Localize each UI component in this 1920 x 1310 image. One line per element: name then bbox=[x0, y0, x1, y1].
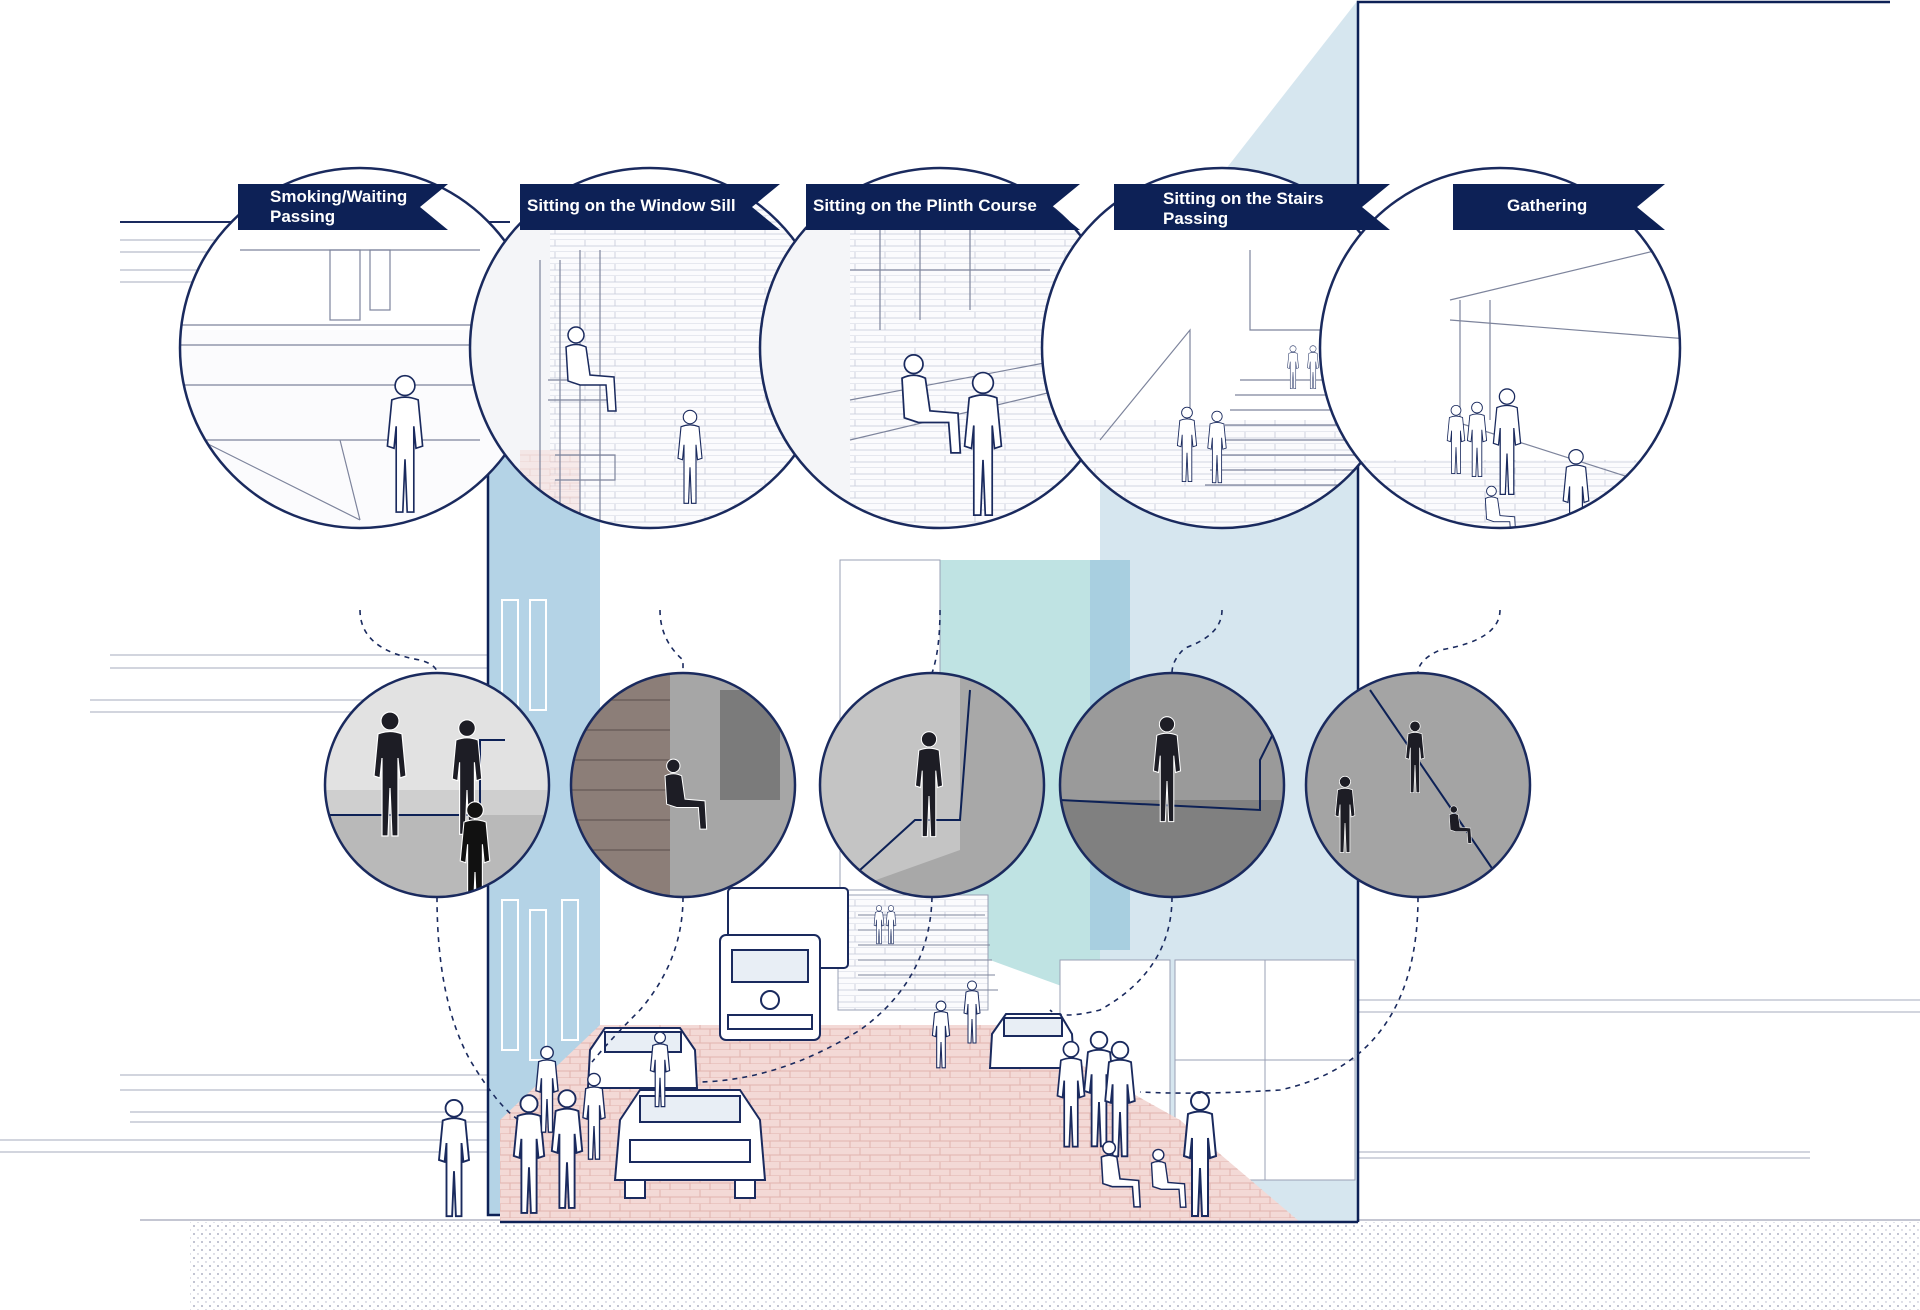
car-icon bbox=[613, 1089, 767, 1199]
banner-window-sill: Sitting on the Window Sill bbox=[520, 184, 780, 230]
left-facade-outline bbox=[486, 255, 500, 1217]
person-silhouette-icon bbox=[437, 1098, 471, 1218]
left-building-context bbox=[0, 221, 1920, 1159]
truck-icon bbox=[719, 887, 849, 1041]
photo-circle-gathering bbox=[1304, 671, 1532, 899]
banner-label-line1: Sitting on the Window Sill bbox=[527, 196, 736, 215]
photo-circle-window-sill bbox=[569, 671, 797, 899]
banner-stairs: Sitting on the Stairs Passing bbox=[1114, 184, 1390, 230]
banner-label-line2: Passing bbox=[270, 207, 335, 226]
photo-circle-plinth bbox=[818, 671, 1046, 899]
banner-gathering: Gathering bbox=[1453, 184, 1665, 230]
ground-soil-hatch bbox=[190, 1222, 1920, 1310]
banner-label-line1: Sitting on the Stairs bbox=[1163, 189, 1324, 208]
dashed-connectors bbox=[359, 609, 1501, 1123]
banner-label-line2: Passing bbox=[1163, 209, 1228, 228]
banner-label-line1: Smoking/Waiting bbox=[270, 187, 407, 206]
car-icon bbox=[586, 1027, 699, 1089]
banner-plinth: Sitting on the Plinth Course bbox=[806, 184, 1080, 230]
banner-label-line1: Sitting on the Plinth Course bbox=[813, 196, 1037, 215]
car-icon bbox=[988, 1013, 1076, 1069]
banner-label-line1: Gathering bbox=[1507, 196, 1587, 215]
banner-smoking: Smoking/Waiting Passing bbox=[238, 184, 448, 230]
